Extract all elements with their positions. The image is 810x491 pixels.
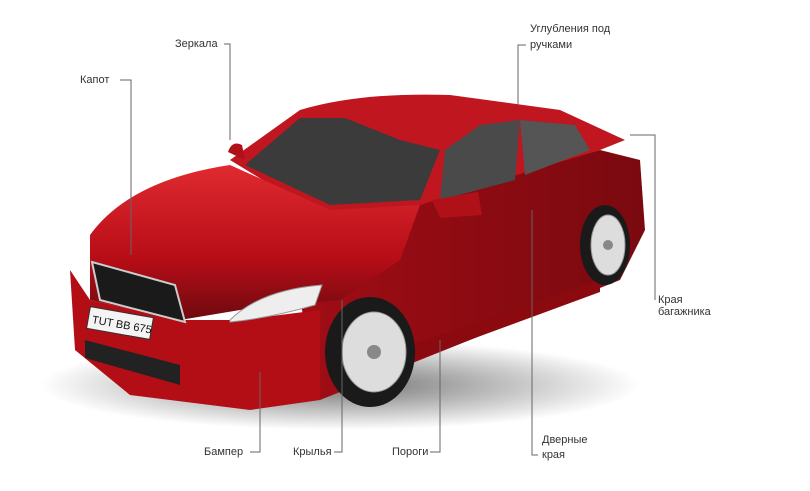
front-wheel	[325, 297, 415, 407]
windshield	[245, 118, 440, 205]
car-hood	[90, 165, 420, 320]
leader-sills	[430, 340, 441, 453]
leader-hood	[120, 79, 132, 255]
leader-handle-recess	[517, 44, 526, 105]
label-trunk-edges-1: Края	[658, 294, 683, 306]
grille	[90, 260, 187, 324]
label-handle-recess-1: Углубления под	[530, 23, 611, 35]
label-door-edges-2: края	[542, 449, 566, 461]
leader-mirrors	[224, 43, 231, 140]
leader-trunk-edges	[630, 134, 656, 300]
label-hood: Капот	[80, 74, 110, 86]
label-fenders: Крылья	[293, 446, 332, 458]
label-mirrors: Зеркала	[175, 38, 218, 50]
headlight	[229, 284, 323, 323]
rear-wheel	[580, 205, 630, 285]
label-bumper: Бампер	[204, 446, 244, 458]
label-trunk-edges-2: багажника	[658, 306, 711, 318]
label-sills: Пороги	[392, 446, 429, 458]
front-bumper	[70, 270, 320, 410]
left-mirror	[228, 143, 245, 160]
side-sill	[410, 280, 600, 360]
leader-lines	[120, 43, 656, 456]
leader-bumper	[250, 372, 261, 453]
right-mirror	[432, 192, 482, 218]
rear-side-window	[520, 120, 590, 175]
lower-grille	[85, 340, 180, 385]
license-plate	[85, 306, 155, 340]
front-side-window	[440, 120, 520, 200]
leader-fenders	[334, 300, 343, 453]
leader-door-edges	[531, 210, 538, 456]
label-door-edges-1: Дверные	[542, 434, 588, 446]
label-handle-recess-2: ручками	[530, 39, 573, 51]
